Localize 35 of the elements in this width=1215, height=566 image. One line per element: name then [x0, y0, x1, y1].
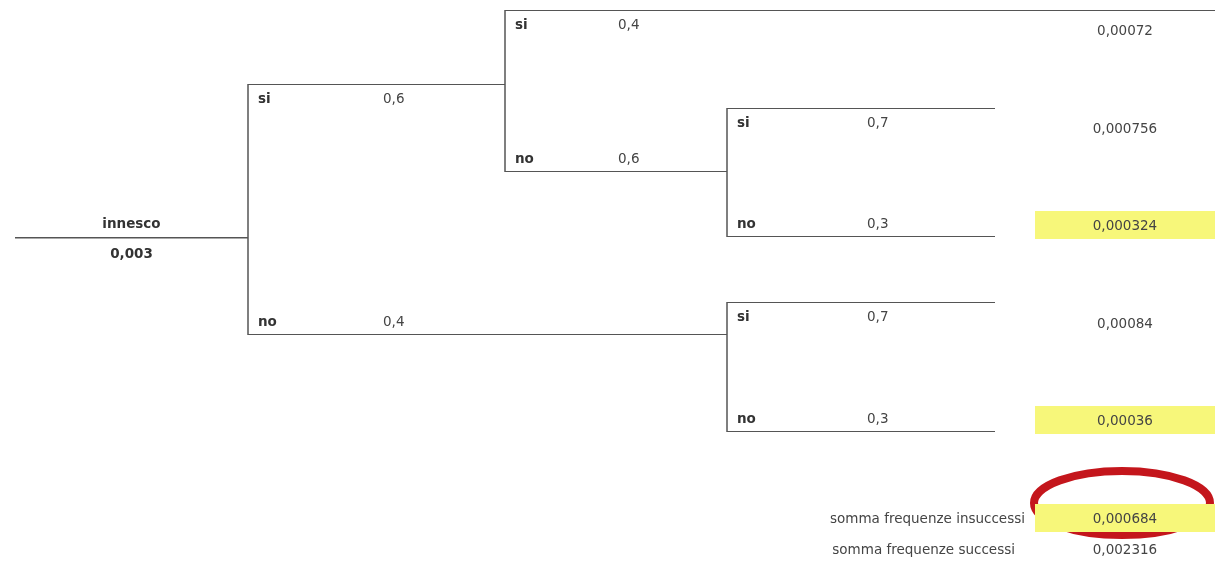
branch-connector	[504, 9, 506, 85]
probability-value: 0,7	[867, 113, 889, 131]
frequency-value: 0,00036	[1035, 406, 1215, 434]
branch-label: si	[515, 15, 528, 33]
probability-value: 0,6	[618, 149, 640, 167]
probability-value: 0,3	[867, 214, 889, 232]
sum-value: 0,000684	[1035, 504, 1215, 532]
branch-connector	[726, 107, 728, 173]
branch-label: si	[258, 89, 271, 107]
frequency-value: 0,000756	[1091, 119, 1159, 138]
probability-value: 0,4	[383, 312, 405, 330]
branch-connector	[504, 83, 506, 173]
probability-value: 0,6	[383, 89, 405, 107]
frequency-value: 0,00072	[1096, 21, 1154, 40]
frequency-value: 0,000324	[1035, 211, 1215, 239]
branch-label: no	[515, 149, 534, 167]
branch-connector	[247, 236, 249, 336]
event-name: innesco	[101, 214, 162, 232]
branch-connector	[247, 83, 249, 238]
probability-value: 0,7	[867, 307, 889, 325]
branch-label: si	[737, 307, 750, 325]
branch-connector	[726, 301, 728, 336]
branch-connector	[726, 334, 728, 433]
probability-value: 0,3	[867, 409, 889, 427]
probability-value: 0,4	[618, 15, 640, 33]
branch-label: no	[737, 214, 756, 232]
branch-label: no	[258, 312, 277, 330]
sum-label: somma frequenze successi	[832, 540, 1015, 558]
sum-value: 0,002316	[1091, 540, 1159, 559]
frequency-value: 0,003	[109, 244, 154, 262]
frequency-value: 0,00084	[1096, 314, 1154, 333]
branch-connector	[726, 171, 728, 238]
sum-label: somma frequenze insuccessi	[830, 509, 1025, 527]
branch-label: si	[737, 113, 750, 131]
branch-label: no	[737, 409, 756, 427]
